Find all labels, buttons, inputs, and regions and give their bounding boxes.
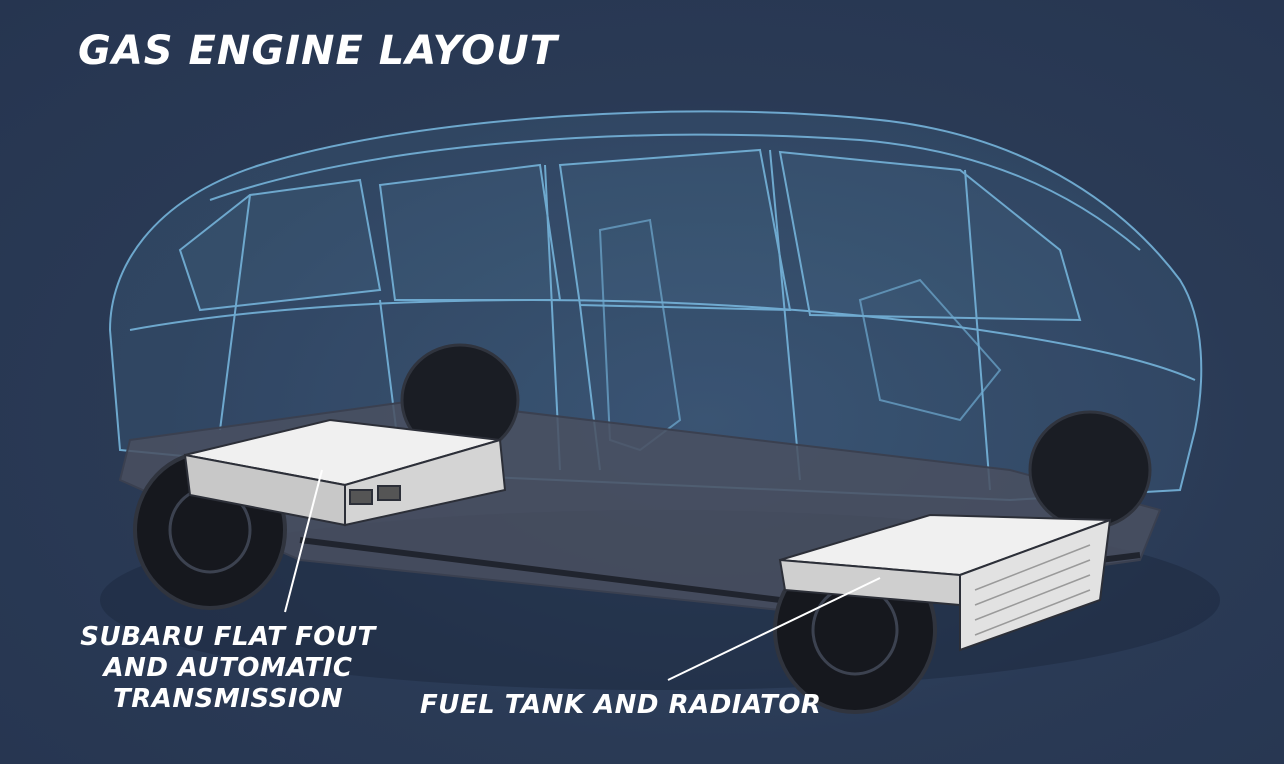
pillar-c [769, 149, 801, 481]
wheel-rear-right [1028, 410, 1152, 530]
engine-block-front [183, 453, 346, 527]
fuel-tank-callout-label: FUEL TANK AND RADIATOR [420, 690, 822, 720]
engine-module [183, 418, 507, 527]
window-side-2 [558, 148, 792, 312]
engine-callout-line-3: TRANSMISSION [113, 684, 343, 714]
car-body-wireframe [108, 110, 1203, 502]
engine-callout-line-2: AND AUTOMATIC [103, 653, 353, 683]
window-side-1 [378, 163, 562, 301]
pillar-a [219, 194, 251, 431]
page-title: GAS ENGINE LAYOUT [78, 28, 558, 74]
window-rear [778, 150, 1082, 322]
engine-callout-line-1: SUBARU FLAT FOUT [80, 622, 376, 652]
roof-line [209, 133, 1141, 251]
pillar-d [964, 169, 991, 491]
seat-rear [858, 278, 1002, 422]
engine-callout-label: SUBARU FLAT FOUT AND AUTOMATIC TRANSMISS… [78, 622, 378, 715]
engine-leader-line [284, 469, 323, 613]
window-front [178, 178, 382, 312]
engine-port-1 [349, 489, 373, 505]
radiator-fins [974, 544, 1091, 636]
engine-port-2 [377, 485, 401, 501]
fuel-tank-leader-line [667, 577, 881, 681]
